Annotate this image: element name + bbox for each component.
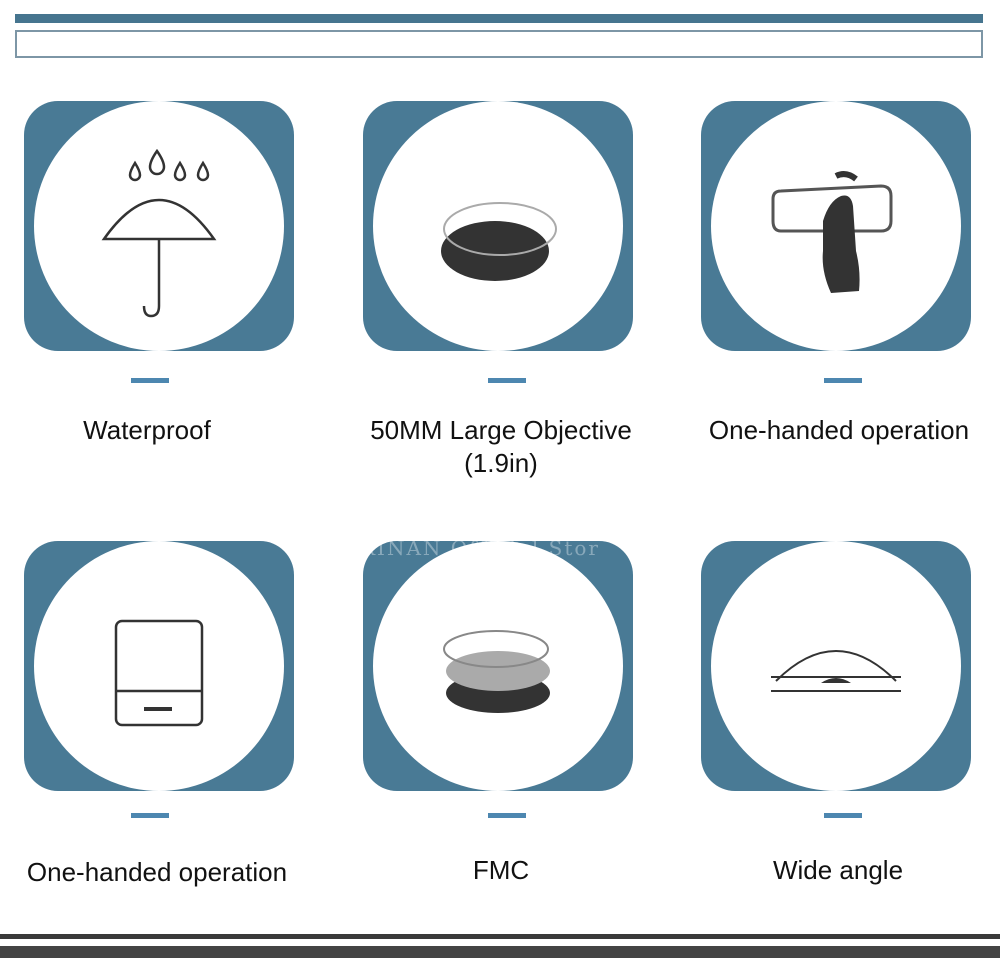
dash-divider bbox=[824, 813, 862, 818]
feature-tile-one-handed bbox=[701, 101, 971, 351]
feature-label: One-handed operation bbox=[26, 857, 288, 887]
feature-tile-objective bbox=[363, 101, 633, 351]
feature-label: One-handed operation bbox=[708, 415, 970, 445]
feature-tile-one-handed-2 bbox=[24, 541, 294, 791]
dash-divider bbox=[824, 378, 862, 383]
dash-divider bbox=[488, 378, 526, 383]
coated-lens-icon bbox=[443, 630, 550, 713]
bottom-bar bbox=[0, 946, 1000, 958]
umbrella-icon bbox=[101, 148, 217, 318]
feature-sublabel: (1.9in) bbox=[464, 448, 538, 478]
lens-icon bbox=[441, 202, 557, 281]
dash-divider bbox=[131, 378, 169, 383]
bottom-rule bbox=[0, 934, 1000, 939]
top-bar bbox=[15, 14, 983, 23]
dash-divider bbox=[488, 813, 526, 818]
wide-angle-icon bbox=[771, 650, 901, 692]
watermark: RINAN Official Stor bbox=[360, 536, 600, 560]
feature-label: FMC bbox=[472, 855, 530, 885]
top-box bbox=[15, 30, 983, 58]
feature-tile-wide-angle bbox=[701, 541, 971, 791]
feature-label: Wide angle bbox=[772, 855, 904, 885]
feature-label: Waterproof bbox=[83, 415, 211, 445]
feature-tile-fmc bbox=[363, 541, 633, 791]
feature-tile-waterproof bbox=[24, 101, 294, 351]
hand-holding-icon bbox=[771, 171, 893, 293]
feature-label: 50MM Large Objective bbox=[370, 415, 632, 445]
dash-divider bbox=[131, 813, 169, 818]
device-icon bbox=[114, 619, 204, 727]
